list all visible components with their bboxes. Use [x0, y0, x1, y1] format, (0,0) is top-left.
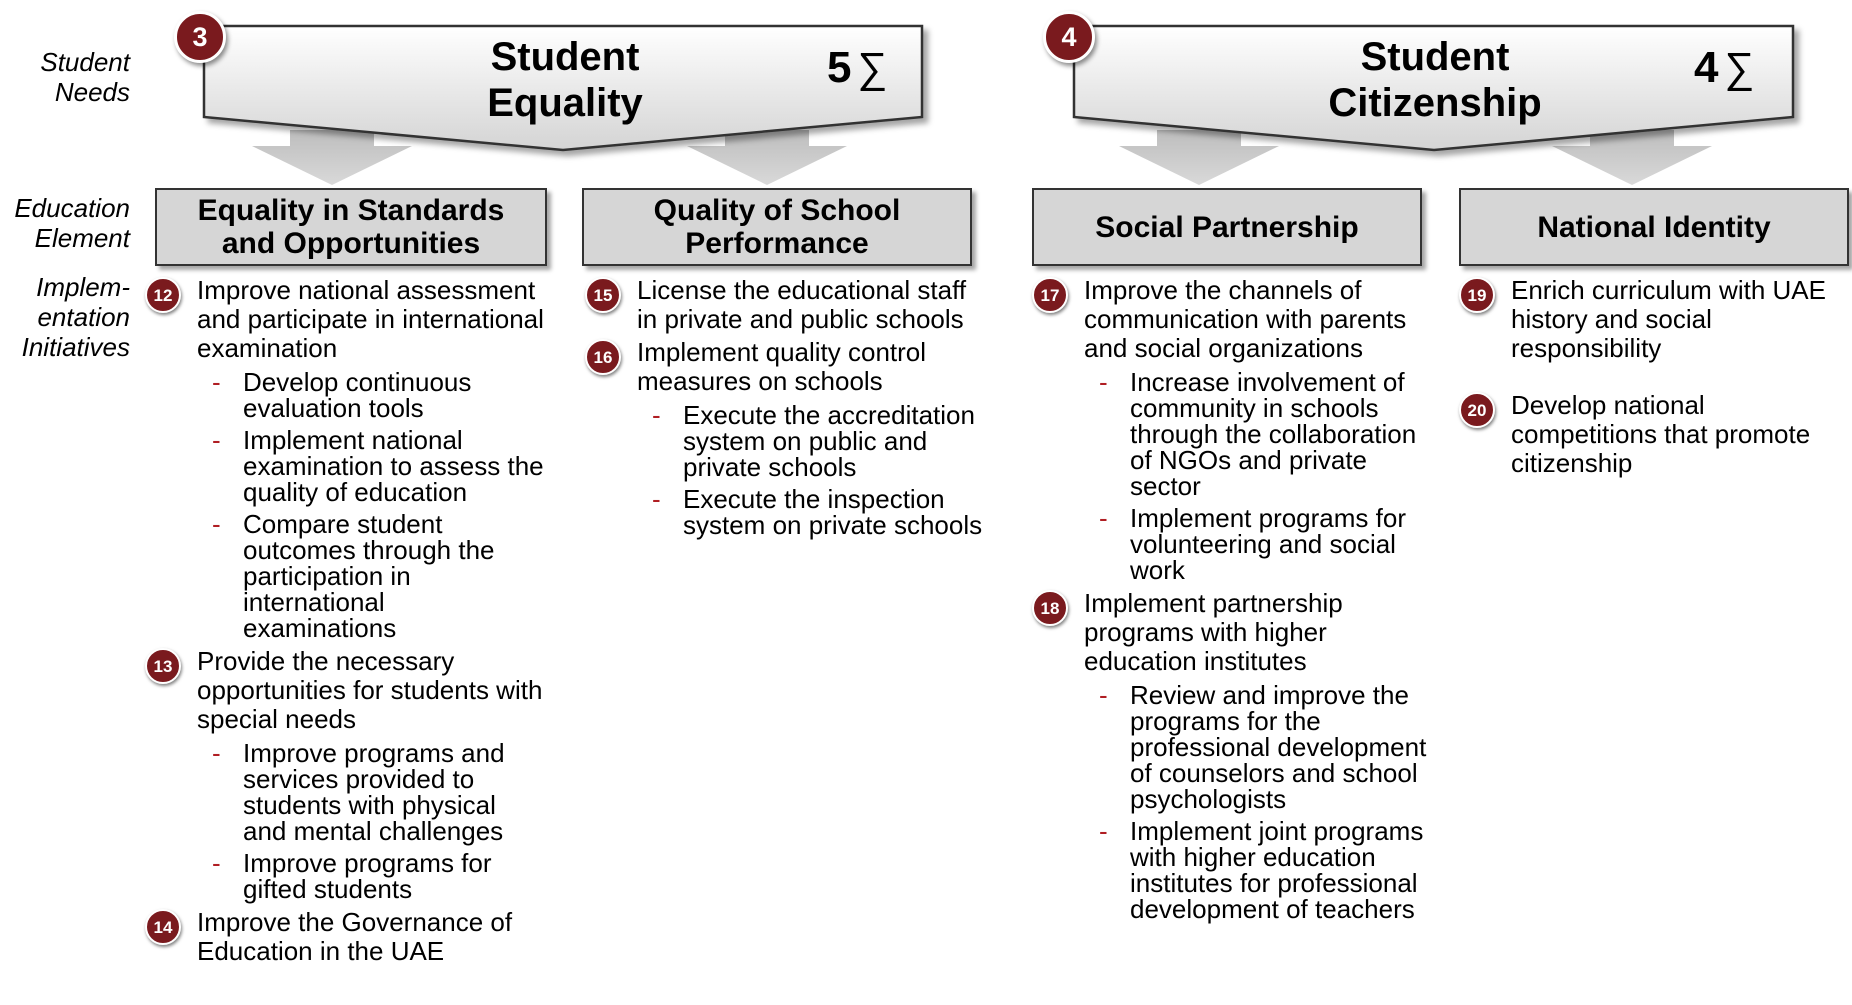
initiative-text: Improve national assessment and particip… — [197, 275, 544, 363]
initiative-item: 20 Develop national competitions that pr… — [1459, 391, 1844, 478]
dash-bullet: - — [212, 738, 221, 768]
initiative-number-badge: 16 — [585, 339, 621, 375]
sub-item-text: Improve programs for gifted students — [243, 848, 492, 904]
initiative-number-badge: 17 — [1032, 277, 1068, 313]
need-arrow-box-citizenship — [1072, 24, 1795, 152]
dash-bullet: - — [212, 425, 221, 455]
initiative-item: 13 Provide the necessary opportunities f… — [145, 647, 545, 734]
initiative-item: 18 Implement partnership programs with h… — [1032, 589, 1432, 676]
row-label-needs: Student Needs — [40, 47, 130, 107]
sub-item-text: Increase involvement of community in sch… — [1130, 367, 1417, 501]
initiative-text: Provide the necessary opportunities for … — [197, 646, 543, 734]
need-number-badge: 4 — [1043, 11, 1095, 63]
initiatives-column-3: 17 Improve the channels of communication… — [1032, 276, 1432, 928]
initiatives-column-4: 19 Enrich curriculum with UAE history an… — [1459, 276, 1844, 482]
sub-item: -Execute the inspection system on privat… — [634, 486, 985, 538]
dash-bullet: - — [212, 848, 221, 878]
initiative-item: 16 Implement quality control measures on… — [585, 338, 985, 396]
initiative-number-badge: 14 — [145, 909, 181, 945]
initiative-number-badge: 19 — [1459, 277, 1495, 313]
education-element-national-identity: National Identity — [1459, 188, 1849, 266]
count-value: 5 — [827, 43, 852, 92]
initiatives-column-1: 12 Improve national assessment and parti… — [145, 276, 545, 970]
needs-arrows — [202, 24, 1795, 185]
count-value: 4 — [1694, 43, 1719, 92]
initiative-number-badge: 13 — [145, 648, 181, 684]
down-arrow — [252, 130, 1712, 185]
initiatives-column-2: 15 License the educational staff in priv… — [585, 276, 985, 544]
initiative-number-badge: 15 — [585, 277, 621, 313]
dash-bullet: - — [1099, 503, 1108, 533]
need-count: 5∑ — [827, 43, 887, 93]
initiative-text: Implement partnership programs with high… — [1084, 588, 1343, 676]
education-element-social-partnership: Social Partnership — [1032, 188, 1422, 266]
dash-bullet: - — [1099, 680, 1108, 710]
initiative-text: Improve the Governance of Education in t… — [197, 907, 513, 966]
initiative-number-badge: 18 — [1032, 590, 1068, 626]
sigma-icon: ∑ — [857, 44, 888, 91]
initiative-item: 15 License the educational staff in priv… — [585, 276, 985, 334]
sub-item: -Improve programs and services provided … — [194, 740, 545, 844]
need-arrow-box-equality — [202, 24, 924, 152]
sub-item-text: Execute the accreditation system on publ… — [683, 400, 975, 482]
dash-bullet: - — [1099, 367, 1108, 397]
initiative-text: Implement quality control measures on sc… — [637, 337, 927, 396]
initiative-item: 14 Improve the Governance of Education i… — [145, 908, 545, 966]
initiative-item: 12 Improve national assessment and parti… — [145, 276, 545, 363]
education-element-equality-standards: Equality in Standards and Opportunities — [155, 188, 547, 266]
sub-item: -Implement joint programs with higher ed… — [1081, 818, 1432, 922]
education-element-school-performance: Quality of School Performance — [582, 188, 972, 266]
row-label-element: Education Element — [14, 193, 130, 253]
sub-item: -Implement national examination to asses… — [194, 427, 545, 505]
sub-item-text: Implement joint programs with higher edu… — [1130, 816, 1424, 924]
initiative-text: Enrich curriculum with UAE history and s… — [1511, 275, 1826, 363]
sub-item-text: Implement programs for volunteering and … — [1130, 503, 1406, 585]
sigma-icon: ∑ — [1724, 44, 1755, 91]
dash-bullet: - — [212, 367, 221, 397]
need-count: 4∑ — [1694, 43, 1754, 93]
initiative-item: 17 Improve the channels of communication… — [1032, 276, 1432, 363]
need-number-badge: 3 — [174, 11, 226, 63]
sub-item-text: Compare student outcomes through the par… — [243, 509, 495, 643]
sub-item-text: Review and improve the programs for the … — [1130, 680, 1427, 814]
sub-item: -Review and improve the programs for the… — [1081, 682, 1432, 812]
initiative-text: Improve the channels of communication wi… — [1084, 275, 1407, 363]
dash-bullet: - — [1099, 816, 1108, 846]
initiative-text: License the educational staff in private… — [637, 275, 967, 334]
dash-bullet: - — [652, 484, 661, 514]
sub-item: -Execute the accreditation system on pub… — [634, 402, 985, 480]
sub-item: -Develop continuous evaluation tools — [194, 369, 545, 421]
initiative-text: Develop national competitions that promo… — [1511, 390, 1811, 478]
sub-item: -Implement programs for volunteering and… — [1081, 505, 1432, 583]
initiative-number-badge: 20 — [1459, 392, 1495, 428]
row-label-initiatives: Implem-entation Initiatives — [21, 272, 130, 362]
sub-item-text: Implement national examination to assess… — [243, 425, 544, 507]
sub-item: -Increase involvement of community in sc… — [1081, 369, 1432, 499]
dash-bullet: - — [652, 400, 661, 430]
initiative-number-badge: 12 — [145, 277, 181, 313]
sub-item-text: Improve programs and services provided t… — [243, 738, 505, 846]
sub-item-text: Develop continuous evaluation tools — [243, 367, 472, 423]
sub-item: -Compare student outcomes through the pa… — [194, 511, 545, 641]
sub-item-text: Execute the inspection system on private… — [683, 484, 983, 540]
initiative-item: 19 Enrich curriculum with UAE history an… — [1459, 276, 1844, 363]
need-title: Student Equality — [487, 35, 643, 125]
need-title: Student Citizenship — [1328, 35, 1542, 125]
dash-bullet: - — [212, 509, 221, 539]
sub-item: -Improve programs for gifted students — [194, 850, 545, 902]
